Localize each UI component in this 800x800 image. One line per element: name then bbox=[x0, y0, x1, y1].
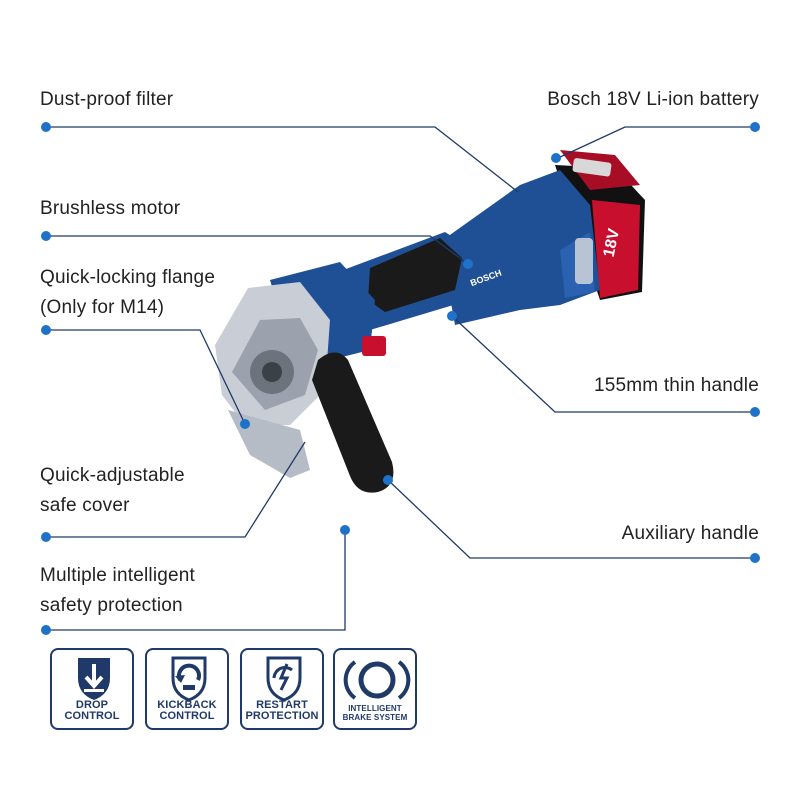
badge-restart-protection: RESTART PROTECTION bbox=[240, 648, 324, 730]
battery-voltage-marking: 18V bbox=[601, 227, 624, 259]
dot bbox=[340, 525, 350, 535]
dot bbox=[463, 259, 473, 269]
kickback-icon bbox=[171, 656, 207, 702]
leader-cover bbox=[46, 441, 306, 538]
leader-aux-handle bbox=[387, 479, 755, 559]
badge-drop-line2: CONTROL bbox=[64, 710, 120, 722]
motor-housing bbox=[440, 170, 600, 325]
callout-cover-line1: Quick-adjustable bbox=[40, 465, 185, 486]
brake-ring-icon bbox=[343, 660, 411, 700]
angle-grinder-illustration: 18V BOSCH bbox=[215, 150, 645, 493]
callout-battery: Bosch 18V Li-ion battery bbox=[547, 89, 759, 110]
dot bbox=[41, 625, 51, 635]
callout-cover-line2: safe cover bbox=[40, 495, 130, 516]
callout-aux-handle: Auxiliary handle bbox=[621, 523, 759, 544]
callout-safety-line1: Multiple intelligent bbox=[40, 565, 196, 586]
leader-thin-handle bbox=[451, 315, 755, 413]
badge-kickback-control: KICKBACK CONTROL bbox=[145, 648, 229, 730]
callout-flange-line1: Quick-locking flange bbox=[40, 267, 216, 288]
badge-drop-control: DROP CONTROL bbox=[50, 648, 134, 730]
badge-brake-line2: BRAKE SYSTEM bbox=[342, 713, 408, 722]
callout-leaders bbox=[46, 126, 755, 631]
badge-restart-line2: PROTECTION bbox=[245, 710, 319, 722]
dot bbox=[240, 419, 250, 429]
badge-brake-line1: INTELLIGENT bbox=[348, 704, 402, 713]
callout-thin-handle: 155mm thin handle bbox=[593, 375, 759, 396]
callout-dust-filter: Dust-proof filter bbox=[40, 89, 174, 110]
dot bbox=[41, 532, 51, 542]
dot bbox=[41, 122, 51, 132]
dot bbox=[750, 407, 760, 417]
restart-bolt-icon bbox=[266, 656, 302, 702]
dot bbox=[41, 325, 51, 335]
dot bbox=[551, 153, 561, 163]
leader-battery bbox=[557, 126, 755, 159]
callout-flange-line2: (Only for M14) bbox=[40, 297, 165, 318]
badge-kickback-line2: CONTROL bbox=[159, 710, 215, 722]
dot bbox=[750, 553, 760, 563]
leader-motor bbox=[46, 235, 469, 265]
badge-kickback-line1: KICKBACK bbox=[157, 699, 217, 711]
leader-flange bbox=[46, 329, 246, 425]
badge-restart-line1: RESTART bbox=[256, 699, 308, 711]
dot bbox=[383, 475, 393, 485]
auxiliary-handle-grip bbox=[312, 352, 394, 493]
callout-motor: Brushless motor bbox=[40, 198, 181, 219]
drop-arrow-icon bbox=[78, 658, 110, 700]
badge-drop-line1: DROP bbox=[75, 699, 109, 711]
callout-dots bbox=[41, 122, 760, 635]
dot bbox=[750, 122, 760, 132]
callout-safety-line2: safety protection bbox=[40, 595, 183, 616]
dot bbox=[447, 311, 457, 321]
leader-safety bbox=[46, 530, 346, 631]
dot bbox=[41, 231, 51, 241]
callout-flange: Quick-locking flange (Only for M14) bbox=[40, 263, 215, 323]
badge-intelligent-brake: INTELLIGENT BRAKE SYSTEM bbox=[333, 648, 417, 730]
leader-dust-filter bbox=[46, 126, 519, 193]
callout-safety: Multiple intelligent safety protection bbox=[40, 561, 195, 621]
callout-cover: Quick-adjustable safe cover bbox=[40, 461, 185, 521]
